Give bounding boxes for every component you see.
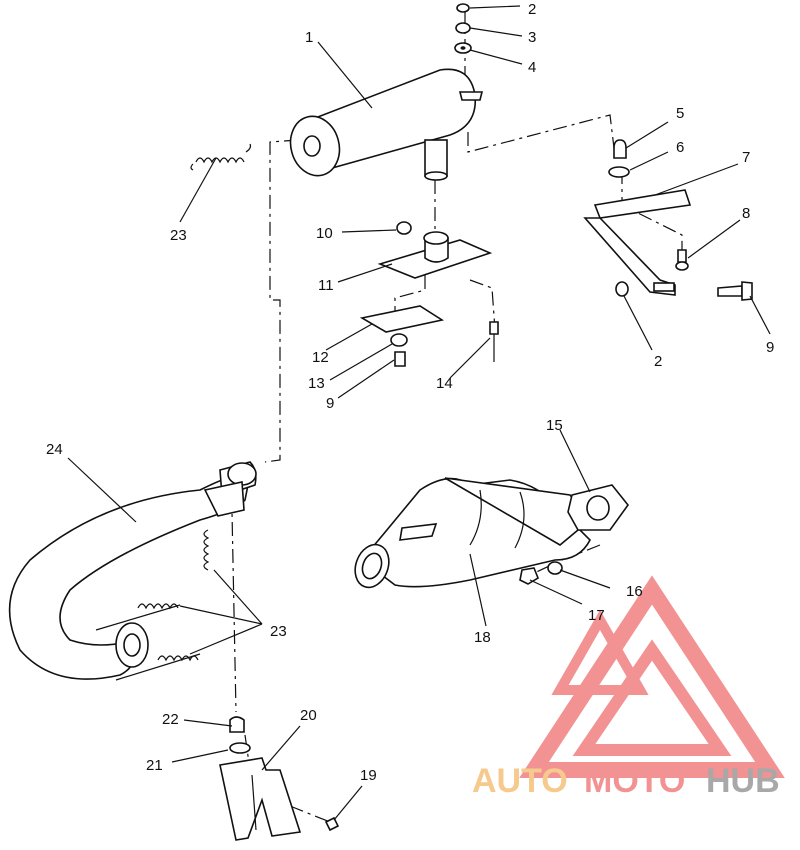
callout-23-top: 23 [170, 227, 187, 244]
callout-11: 11 [318, 277, 334, 294]
callout-12: 12 [312, 349, 329, 366]
manifold-gasket [567, 484, 630, 531]
callout-9-center: 9 [326, 395, 334, 412]
callout-2-right: 2 [654, 353, 662, 370]
callout-5: 5 [676, 105, 684, 122]
leader-lines [67, 5, 771, 821]
callout-19: 19 [360, 767, 377, 784]
callout-21: 21 [146, 757, 163, 774]
callout-18: 18 [474, 629, 491, 646]
watermark-hub: HUB [706, 762, 780, 800]
callout-3: 3 [528, 29, 536, 46]
callout-16: 16 [626, 583, 643, 600]
expansion-chamber [8, 461, 257, 681]
callout-15: 15 [546, 417, 563, 434]
callout-9-right: 9 [766, 339, 774, 356]
callout-10: 10 [316, 225, 333, 242]
callout-numbers: 1 2 3 4 5 6 7 8 9 2 10 11 12 13 9 14 15 … [46, 1, 774, 784]
callout-22: 22 [162, 711, 179, 728]
springs [137, 143, 252, 662]
callout-4: 4 [528, 59, 536, 76]
watermark-moto: MOTO [584, 762, 685, 800]
callout-2-top: 2 [528, 1, 536, 18]
lower-bracket [219, 716, 340, 841]
callout-17: 17 [588, 607, 605, 624]
washer-stack-top [454, 3, 472, 54]
callout-14: 14 [436, 375, 453, 392]
watermark-logo: AUTO MOTO HUB [472, 575, 785, 800]
right-mount-bracket [583, 139, 753, 301]
callout-24: 24 [46, 441, 63, 458]
muffler-canister [289, 68, 484, 181]
callout-1: 1 [305, 29, 313, 46]
callout-6: 6 [676, 139, 684, 156]
callout-13: 13 [308, 375, 325, 392]
watermark-auto: AUTO [472, 762, 568, 800]
center-mount-plate [359, 221, 499, 367]
exhaust-manifold [354, 477, 592, 589]
callout-23-bottom: 23 [270, 623, 287, 640]
callout-7: 7 [742, 149, 750, 166]
callout-20: 20 [300, 707, 317, 724]
callout-8: 8 [742, 205, 750, 222]
